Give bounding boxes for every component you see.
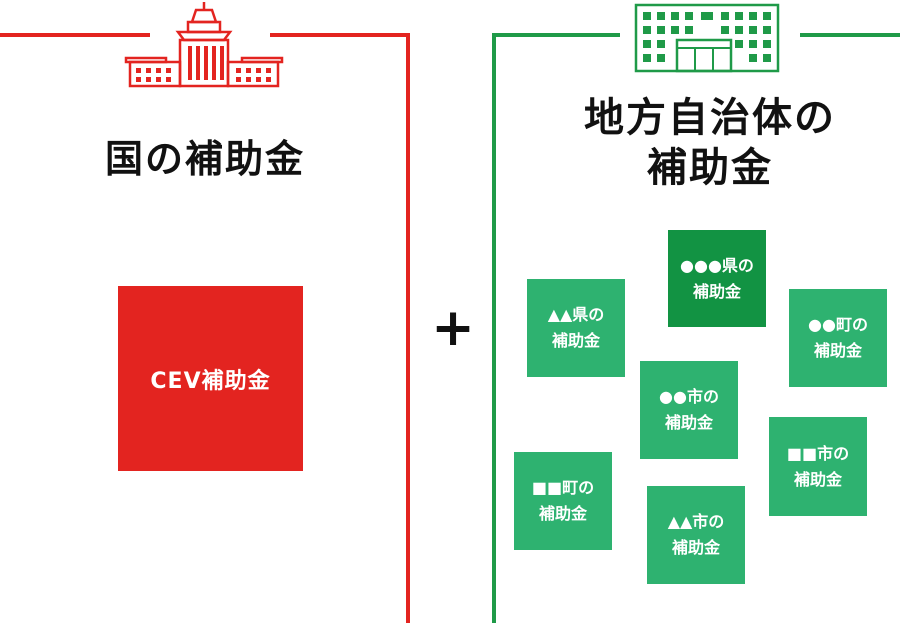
tile-line2: 補助金 (551, 331, 600, 350)
tile-line2: 補助金 (664, 413, 713, 432)
city-hall-icon (634, 3, 780, 73)
tile-prefecture-triangle: ▲▲県の 補助金 (527, 279, 625, 377)
tile-line2: 補助金 (793, 469, 842, 489)
tile-line1: ■■市の (786, 443, 850, 463)
tile-city-triangle: ▲▲市の 補助金 (647, 486, 745, 584)
local-frame-left (492, 33, 496, 623)
tile-line1: ▲▲市の (667, 512, 725, 531)
tile-line1: ●●市の (659, 387, 719, 406)
national-title: 国の補助金 (104, 137, 305, 181)
tile-line2: 補助金 (692, 281, 741, 301)
tile-line1: ●●町の (808, 315, 868, 334)
tile-prefecture-circle: ●●●県の 補助金 (668, 230, 766, 327)
tile-line1: ●●●県の (680, 255, 754, 275)
tile-town-circle: ●●町の 補助金 (789, 289, 887, 387)
tile-town-square: ■■町の 補助金 (514, 452, 612, 550)
cev-subsidy-label: CEV補助金 (150, 368, 271, 394)
national-frame-top-left (0, 33, 150, 37)
national-frame-top-right (270, 33, 410, 37)
local-frame-top-left (492, 33, 620, 37)
tile-city-circle: ●●市の 補助金 (640, 361, 738, 459)
tile-line1: ■■町の (531, 478, 595, 497)
local-title: 地方自治体の 補助金 (515, 93, 900, 193)
tile-city-square: ■■市の 補助金 (769, 417, 867, 516)
plus-sign: + (431, 298, 475, 358)
national-frame-right (406, 33, 410, 623)
local-title-line1: 地方自治体の (584, 95, 836, 141)
diet-building-icon (124, 2, 284, 88)
cev-subsidy-box: CEV補助金 (118, 286, 303, 471)
tile-line2: 補助金 (813, 341, 862, 360)
tile-line2: 補助金 (538, 504, 587, 523)
tile-line1: ▲▲県の (547, 305, 605, 324)
tile-line2: 補助金 (671, 538, 720, 557)
local-frame-top-right (800, 33, 900, 37)
local-title-line2: 補助金 (647, 145, 773, 191)
